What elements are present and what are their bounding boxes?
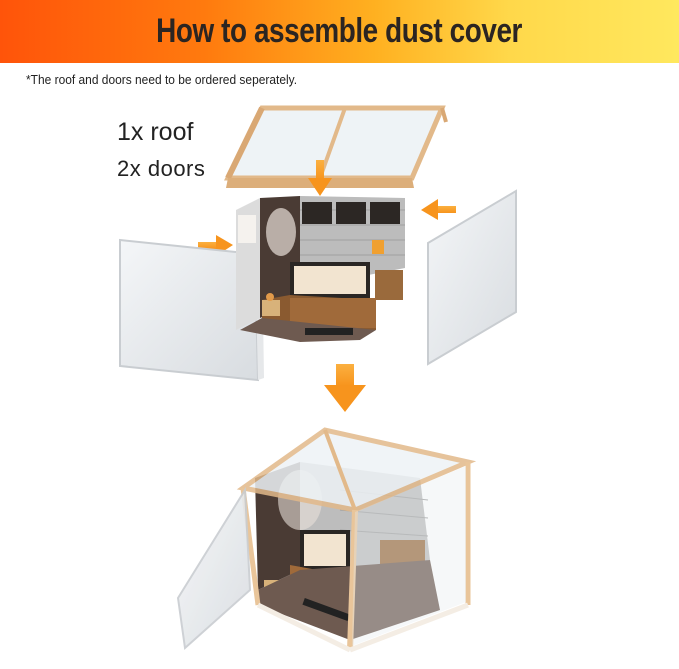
- page-title: How to assemble dust cover: [156, 12, 523, 50]
- roof-frame: [224, 105, 448, 188]
- arrow-left-icon: [421, 199, 456, 220]
- right-door-panel: [427, 189, 517, 366]
- bakery-diorama-top: [236, 196, 405, 342]
- assembled-dust-cover: [176, 427, 477, 653]
- doors-quantity-label: 2x doors: [117, 156, 206, 181]
- roof-quantity-label: 1x roof: [117, 118, 194, 146]
- arrow-down-large-icon: [324, 364, 366, 412]
- order-note: *The roof and doors need to be ordered s…: [26, 72, 298, 87]
- header-banner: How to assemble dust cover: [0, 0, 679, 63]
- arrow-down-icon: [308, 160, 332, 196]
